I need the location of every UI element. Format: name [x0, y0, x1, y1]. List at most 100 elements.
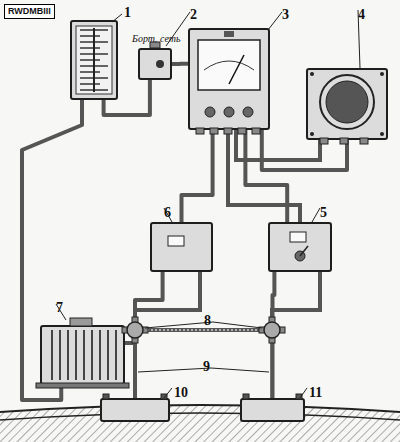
callout-number: 2 [190, 8, 197, 22]
junction-stub [132, 317, 138, 343]
scale-tick [80, 47, 100, 49]
leader-line [300, 388, 307, 398]
scale-tick [80, 65, 108, 67]
leader-line [211, 368, 269, 372]
cable-gland [340, 138, 348, 144]
leader-line [268, 12, 282, 30]
leader-line [164, 208, 172, 222]
leader-line [358, 10, 360, 68]
cable [135, 272, 200, 322]
cable-gland [360, 138, 368, 144]
screw [310, 72, 314, 76]
leader-line [56, 304, 66, 320]
callout-number: 8 [204, 314, 211, 328]
amplifier-box: 6 [150, 222, 213, 272]
cooling-rib [91, 330, 93, 380]
flange-bolt [103, 394, 109, 399]
amplifier-box: 5 [268, 222, 332, 272]
scale-tick [80, 53, 108, 55]
callout-number: 9 [203, 360, 210, 374]
dial-face [326, 81, 368, 123]
terminal-box [70, 318, 92, 326]
scale-tick [80, 29, 108, 31]
indicator-unit: 4 [306, 68, 388, 140]
screw [380, 132, 384, 136]
hull-line [0, 413, 400, 420]
control-knob [243, 107, 253, 117]
cooling-rib [107, 330, 109, 380]
cable-gland [224, 128, 232, 134]
cooling-rib [99, 330, 101, 380]
junction-stub [269, 317, 275, 343]
indicator-lamp [224, 31, 234, 37]
cable-gland [238, 128, 246, 134]
scale-window [76, 26, 112, 94]
scale-tick [80, 89, 108, 91]
indicator-panel: 1 [70, 20, 118, 100]
sensor-flange: 10 [100, 398, 170, 422]
callout-number: 6 [164, 206, 171, 220]
supply-label: Борт. сеть [132, 34, 181, 44]
flange-bolt [296, 394, 302, 399]
motor-generator: 7 [40, 325, 125, 385]
connector-layer [22, 64, 347, 400]
cable [125, 343, 135, 398]
indicator-window [290, 232, 306, 242]
control-unit: 3 [188, 28, 270, 130]
cable [273, 272, 275, 398]
junction-box [127, 322, 143, 338]
scale-tick [80, 41, 108, 43]
scale-tick [80, 83, 100, 85]
callout-number: 1 [124, 6, 131, 20]
meter-window [198, 40, 260, 90]
hull-section [0, 405, 400, 442]
control-knob [205, 107, 215, 117]
junction-stub [122, 327, 148, 333]
dial-ring [320, 75, 374, 129]
scale-tick [80, 77, 108, 79]
meter-scale [204, 61, 254, 70]
meter-needle [229, 55, 244, 84]
scale-tick [80, 35, 100, 37]
leader-line [213, 322, 262, 328]
cable-gland [210, 128, 218, 134]
control-knob [224, 107, 234, 117]
junction-stub [259, 327, 285, 333]
callout-number: 4 [358, 8, 365, 22]
scale-tick [80, 59, 100, 61]
cable-gland [196, 128, 204, 134]
cable [272, 272, 320, 322]
indicator-window [168, 236, 184, 246]
cable [228, 130, 300, 222]
callout-number: 3 [282, 8, 289, 22]
motor-foot [36, 383, 129, 388]
cable [182, 130, 213, 222]
leader-line [145, 322, 213, 328]
callout-number: 11 [309, 386, 322, 400]
flange-bolt [161, 394, 167, 399]
cooling-rib [51, 330, 53, 380]
cooling-rib [83, 330, 85, 380]
cooling-rib [59, 330, 61, 380]
cooling-rib [115, 330, 117, 380]
cooling-rib [67, 330, 69, 380]
cable-gland [150, 42, 160, 48]
leader-line [138, 368, 211, 372]
switch-knob [156, 60, 164, 68]
scale-tick [80, 71, 100, 73]
watermark: RWDMBIII [4, 4, 55, 19]
control-knob [295, 251, 305, 261]
sensor-flange: 11 [240, 398, 305, 422]
knob-pointer [300, 246, 308, 256]
screw [310, 132, 314, 136]
leader-line [112, 14, 122, 22]
leader-line [312, 208, 320, 222]
hull-line [0, 405, 400, 412]
leader-line [164, 388, 172, 398]
cable-braid [143, 329, 264, 331]
callout-number: 10 [174, 386, 188, 400]
cable [135, 272, 163, 398]
leader-line [166, 12, 190, 46]
